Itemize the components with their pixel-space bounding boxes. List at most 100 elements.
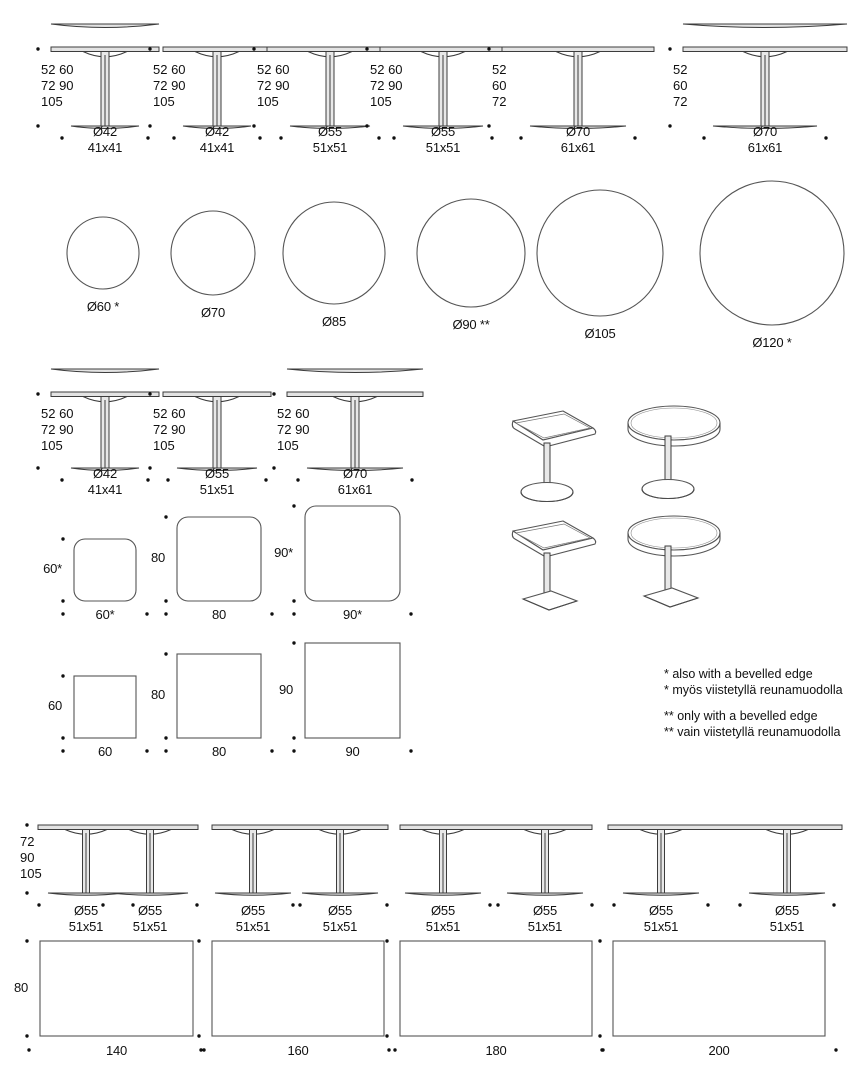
twin-pedestal-elevation-4	[607, 824, 843, 907]
perspective-table-square-top-round-base	[511, 410, 597, 503]
square-pedestal-elevation-2	[148, 391, 272, 482]
twin-pedestal-left-diameter-1: Ø55	[74, 903, 98, 918]
square-pedestal-base-diameter-3: Ø70	[343, 466, 367, 481]
twin-pedestal-left-square-2: 51x51	[235, 919, 271, 934]
pedestal-base-diameter-4: Ø55	[431, 124, 455, 139]
round-top-label-4: Ø90 **	[452, 317, 490, 332]
pedestal-base-square-1: 41x41	[87, 140, 123, 155]
square-top-1	[73, 675, 137, 739]
twin-pedestal-right-diameter-4: Ø55	[775, 903, 799, 918]
footnote-line: ** only with a bevelled edge	[664, 709, 818, 723]
footnote-line: * myös viistetyllä reunamuodolla	[664, 683, 843, 697]
rectangle-dots-4	[598, 939, 838, 1052]
twin-pedestal-left-square-3: 51x51	[425, 919, 461, 934]
rectangle-top-3	[399, 940, 593, 1037]
rounded-square-height-label-2: 80	[150, 550, 165, 565]
rectangle-width-label-3: 180	[485, 1043, 507, 1058]
twin-pedestal-right-diameter-3: Ø55	[533, 903, 557, 918]
round-top-label-5: Ø105	[584, 326, 616, 341]
pedestal-elevation-5	[487, 46, 655, 140]
rectangle-dots-1	[25, 939, 206, 1052]
pedestal-base-diameter-3: Ø55	[318, 124, 342, 139]
twin-pedestal-row-dots	[25, 823, 29, 895]
rectangle-depth-label: 80	[13, 979, 28, 995]
footnote-line: ** vain viistetyllä reunamuodolla	[664, 725, 841, 739]
square-width-label-2: 80	[211, 744, 227, 759]
twin-pedestal-left-square-1: 51x51	[68, 919, 104, 934]
rounded-square-width-label-3: 90*	[343, 607, 362, 622]
square-pedestal-heights-1: 52 60 72 90 105	[41, 406, 74, 453]
pedestal-elevation-6	[668, 23, 848, 140]
round-top-label-2: Ø70	[201, 305, 225, 320]
square-pedestal-heights-2: 52 60 72 90 105	[153, 406, 186, 453]
square-pedestal-elevation-3	[272, 368, 424, 482]
square-width-label-3: 90	[345, 744, 360, 759]
square-height-label-3: 90	[278, 681, 293, 697]
square-top-dots-1	[61, 674, 149, 753]
twin-pedestal-right-diameter-1: Ø55	[138, 903, 162, 918]
pedestal-heights-5: 52 60 72	[492, 62, 507, 109]
pedestal-base-diameter-5: Ø70	[566, 124, 590, 139]
square-pedestal-base-diameter-1: Ø42	[93, 466, 117, 481]
rounded-square-width-label-2: 80	[211, 607, 227, 622]
rectangle-dots-2	[197, 939, 397, 1052]
footnote-spacer	[664, 698, 843, 708]
pedestal-heights-1: 52 60 72 90 105	[41, 62, 74, 109]
twin-pedestal-elevation-3	[399, 824, 594, 907]
twin-pedestal-left-diameter-3: Ø55	[431, 903, 455, 918]
round-top-label-3: Ø85	[322, 314, 346, 329]
rectangle-top-1	[39, 940, 194, 1037]
round-top-4	[416, 198, 526, 308]
pedestal-base-diameter-2: Ø42	[205, 124, 229, 139]
rounded-square-top-1	[73, 538, 137, 602]
rectangle-top-2	[211, 940, 385, 1037]
square-top-3	[304, 642, 401, 739]
rounded-square-dots-1	[61, 537, 149, 616]
perspective-table-square-top-square-base	[511, 520, 597, 611]
perspective-table-round-top-square-base	[627, 515, 721, 608]
pedestal-heights-2: 52 60 72 90 105	[153, 62, 186, 109]
square-height-label-1: 60	[47, 698, 62, 713]
rounded-square-height-label-3: 90*	[274, 544, 293, 560]
pedestal-heights-6: 52 60 72	[673, 62, 688, 109]
rectangle-dots-3	[385, 939, 605, 1052]
twin-pedestal-left-diameter-2: Ø55	[241, 903, 265, 918]
twin-pedestal-right-square-3: 51x51	[527, 919, 563, 934]
twin-pedestal-left-diameter-4: Ø55	[649, 903, 673, 918]
round-top-3	[282, 201, 386, 305]
perspective-table-round-top-round-base	[627, 405, 721, 500]
round-top-label-1: Ø60 *	[86, 299, 120, 314]
pedestal-base-square-2: 41x41	[199, 140, 235, 155]
rounded-square-height-label-1: 60*	[43, 561, 62, 576]
rectangle-top-4	[612, 940, 826, 1037]
pedestal-base-square-3: 51x51	[312, 140, 348, 155]
rectangle-width-label-1: 140	[105, 1043, 128, 1058]
twin-pedestal-elevation-2	[211, 824, 389, 907]
twin-pedestal-right-diameter-2: Ø55	[328, 903, 352, 918]
footnotes: * also with a bevelled edge* myös viiste…	[664, 666, 843, 740]
square-pedestal-base-square-3: 61x61	[337, 482, 373, 497]
square-width-label-1: 60	[97, 744, 113, 759]
square-top-dots-2	[164, 652, 274, 753]
pedestal-elevation-1	[36, 23, 160, 140]
rounded-square-top-2	[176, 516, 262, 602]
twin-pedestal-right-square-1: 51x51	[132, 919, 168, 934]
pedestal-base-square-5: 61x61	[560, 140, 596, 155]
square-top-dots-3	[292, 641, 413, 753]
twin-pedestal-heights: 72 90 105	[20, 834, 42, 881]
round-top-1	[66, 216, 140, 290]
square-pedestal-heights-3: 52 60 72 90 105	[277, 406, 310, 453]
rectangle-width-label-4: 200	[708, 1043, 730, 1058]
pedestal-base-square-4: 51x51	[425, 140, 461, 155]
footnote-single-asterisk: * also with a bevelled edge* myös viiste…	[664, 666, 843, 698]
pedestal-base-diameter-6: Ø70	[753, 124, 777, 139]
rounded-square-dots-2	[164, 515, 274, 616]
round-top-5	[536, 189, 664, 317]
pedestal-elevation-3	[252, 46, 394, 140]
square-pedestal-base-diameter-2: Ø55	[205, 466, 229, 481]
twin-pedestal-right-square-2: 51x51	[322, 919, 358, 934]
round-top-label-6: Ø120 *	[752, 335, 792, 350]
rounded-square-width-label-1: 60*	[95, 607, 115, 622]
twin-pedestal-right-square-4: 51x51	[769, 919, 805, 934]
